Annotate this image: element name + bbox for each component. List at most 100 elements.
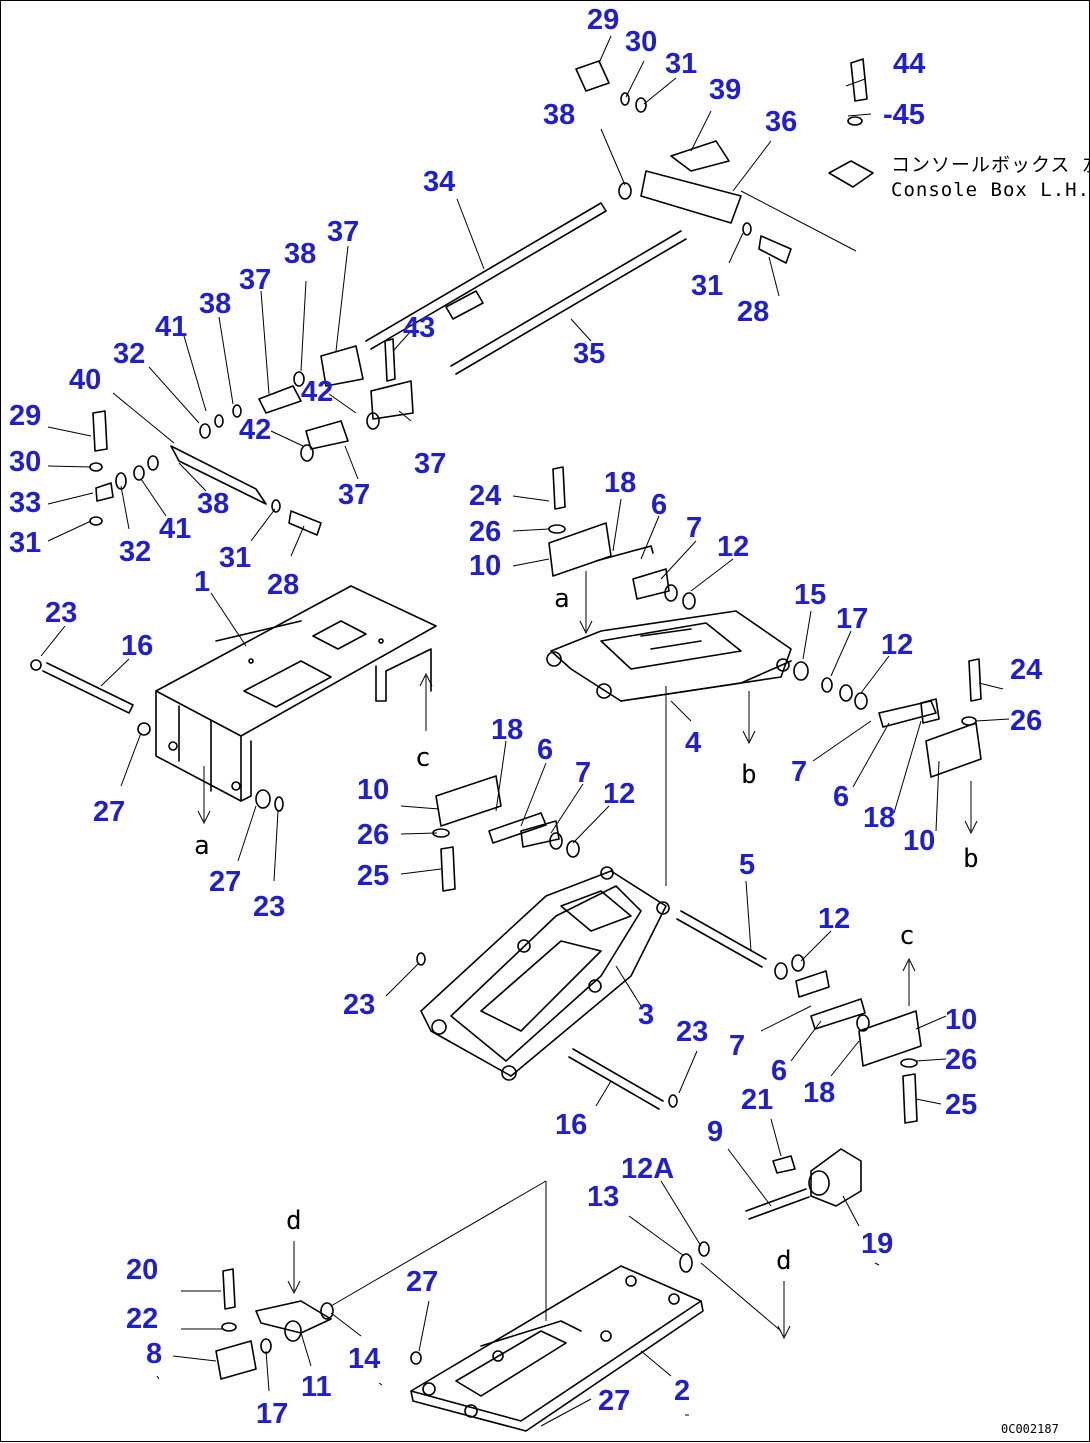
callout-28: 28 [267,569,299,601]
callout-2: 2 [674,1375,690,1407]
callout-5: 5 [739,849,755,881]
callout-22: 22 [126,1303,158,1335]
small-parts-left [89,338,414,536]
ref-letter-d: d [286,1206,302,1236]
callout-6: 6 [537,734,553,766]
callout-6: 6 [833,781,849,813]
callout-38: 38 [284,238,316,270]
part-1-bracket [155,585,437,802]
callout-26: 26 [469,516,501,548]
callout-18: 18 [491,714,523,746]
callout-10: 10 [469,550,501,582]
callout-21: 21 [741,1084,773,1116]
callout-24: 24 [469,480,501,512]
small-parts-upper [575,58,874,264]
callout-25: 25 [357,860,389,892]
callout-7: 7 [791,756,807,788]
part-16-pin-upper [30,659,284,812]
callout-6: 6 [651,489,667,521]
callout-7: 7 [729,1030,745,1062]
callout-14: 14 [348,1343,380,1375]
callout-33: 33 [9,487,41,519]
callout-26: 26 [945,1044,977,1076]
callout-3: 3 [638,999,654,1031]
callout-23: 23 [253,891,285,923]
callout-32: 32 [113,338,145,370]
callout-28: 28 [737,296,769,328]
callout-15: 15 [794,579,826,611]
callout-27: 27 [93,796,125,828]
callout-31: 31 [691,270,723,302]
ref-letter-b: b [963,844,979,874]
callout-10: 10 [903,825,935,857]
callout-26: 26 [1010,705,1042,737]
part-4-upper-frame [546,610,792,702]
console-box-note-jp: コンソールボックス 左 [891,154,1090,176]
callout-44: 44 [893,48,925,80]
callout-23: 23 [45,597,77,629]
stop-blocks [432,466,982,1124]
callout-27: 27 [406,1266,438,1298]
callout-10: 10 [945,1004,977,1036]
ref-letter-a: a [194,831,210,861]
part-3-lower-frame [420,866,670,1081]
callout-25: 25 [945,1089,977,1121]
callout-12: 12 [603,778,635,810]
callout-1: 1 [194,566,210,598]
drawing-code: 0C002187 [1001,1422,1059,1436]
callout-16: 16 [555,1109,587,1141]
small-parts-lower [215,952,862,1380]
callout-8: 8 [146,1338,162,1370]
callout-18: 18 [803,1077,835,1109]
callout-35: 35 [573,338,605,370]
callout-38: 38 [199,288,231,320]
callout-41: 41 [155,311,187,343]
callout-27: 27 [598,1385,630,1417]
callout-37: 37 [327,216,359,248]
part-2-base [410,1265,704,1432]
callout-20: 20 [126,1254,158,1286]
callout-31: 31 [219,542,251,574]
callout-32: 32 [119,536,151,568]
callout-37: 37 [414,448,446,480]
callout-11: 11 [301,1371,332,1403]
callout-41: 41 [159,513,191,545]
callout-34: 34 [423,166,455,198]
callout-6: 6 [771,1055,787,1087]
callout-39: 39 [709,74,741,106]
callout-40: 40 [69,364,101,396]
callout-30: 30 [9,446,41,478]
callout-29: 29 [587,4,619,36]
callout-18: 18 [604,467,636,499]
ref-letters: a a b b c c d d [194,584,979,1276]
callout-43: 43 [403,312,435,344]
rods [365,202,810,1220]
callout-7: 7 [575,757,591,789]
callout-38: 38 [543,99,575,131]
callout-12: 12 [818,903,850,935]
callout-19: 19 [861,1228,893,1260]
callout-24: 24 [1010,654,1042,686]
ref-letter-d: d [776,1246,792,1276]
callout-42: 42 [239,414,271,446]
ref-arrows [197,190,978,1340]
ref-letter-c: c [899,921,915,951]
ref-letter-c: c [415,743,431,773]
callout-30: 30 [625,26,657,58]
callout-27: 27 [209,866,241,898]
callout-7: 7 [686,512,702,544]
callout-17: 17 [836,603,868,635]
callout-38: 38 [197,488,229,520]
callout-23: 23 [343,989,375,1021]
callout-10: 10 [357,774,389,806]
callout-9: 9 [707,1116,723,1148]
callout-17: 17 [256,1398,288,1430]
console-box-note-en: Console Box L.H. [891,179,1090,201]
callout-31: 31 [9,527,41,559]
callout-36: 36 [765,106,797,138]
callout-18: 18 [863,802,895,834]
callout-12A: 12A [621,1153,674,1185]
ref-letter-a: a [554,584,570,614]
linework [30,35,1010,1432]
